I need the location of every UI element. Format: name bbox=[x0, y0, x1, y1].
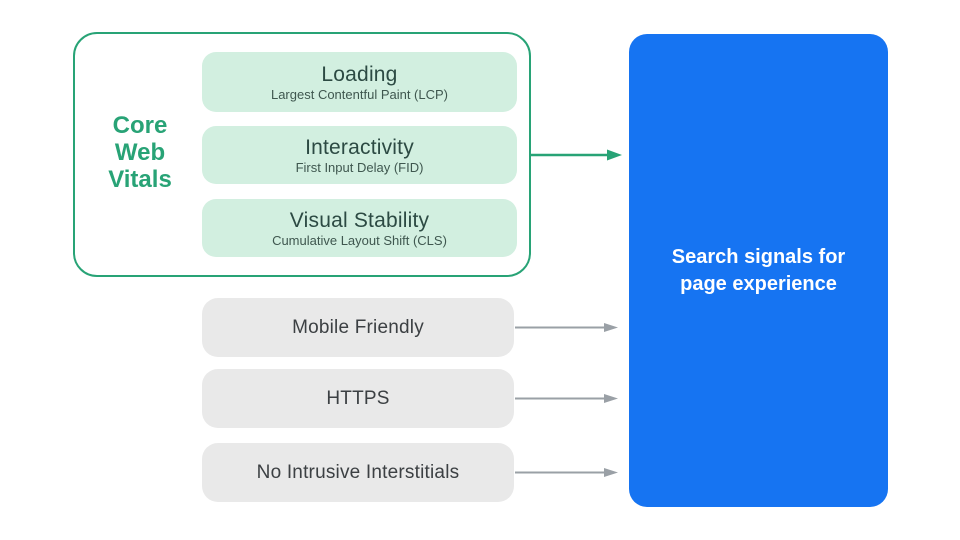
arrow-core-web-vitals-icon bbox=[531, 149, 622, 161]
vital-visual-stability-title: Visual Stability bbox=[289, 208, 430, 232]
signal-no-intrusive-interstitials: No Intrusive Interstitials bbox=[202, 443, 514, 502]
signal-no-intrusive-interstitials-label: No Intrusive Interstitials bbox=[256, 461, 460, 483]
signal-https-label: HTTPS bbox=[326, 387, 390, 409]
vital-interactivity: Interactivity First Input Delay (FID) bbox=[202, 126, 517, 184]
search-signals-box: Search signals for page experience bbox=[629, 34, 888, 507]
signal-mobile-friendly-label: Mobile Friendly bbox=[292, 316, 424, 338]
vital-loading-title: Loading bbox=[321, 62, 398, 86]
core-web-vitals-label: Core Web Vitals bbox=[108, 112, 172, 193]
vital-visual-stability-subtitle: Cumulative Layout Shift (CLS) bbox=[272, 232, 447, 248]
vital-loading-subtitle: Largest Contentful Paint (LCP) bbox=[270, 86, 449, 102]
vital-visual-stability: Visual Stability Cumulative Layout Shift… bbox=[202, 199, 517, 257]
arrow-https-icon bbox=[515, 394, 618, 403]
signal-https: HTTPS bbox=[202, 369, 514, 428]
signal-mobile-friendly: Mobile Friendly bbox=[202, 298, 514, 357]
vital-loading: Loading Largest Contentful Paint (LCP) bbox=[202, 52, 517, 112]
core-web-vitals-group: Core Web Vitals Loading Largest Contentf… bbox=[73, 32, 531, 277]
vital-interactivity-subtitle: First Input Delay (FID) bbox=[295, 159, 424, 175]
arrow-mobile-friendly-icon bbox=[515, 323, 618, 332]
vital-interactivity-title: Interactivity bbox=[305, 135, 414, 159]
search-signals-label: Search signals for page experience bbox=[671, 245, 846, 295]
arrow-no-intrusive-interstitials-icon bbox=[515, 468, 618, 477]
